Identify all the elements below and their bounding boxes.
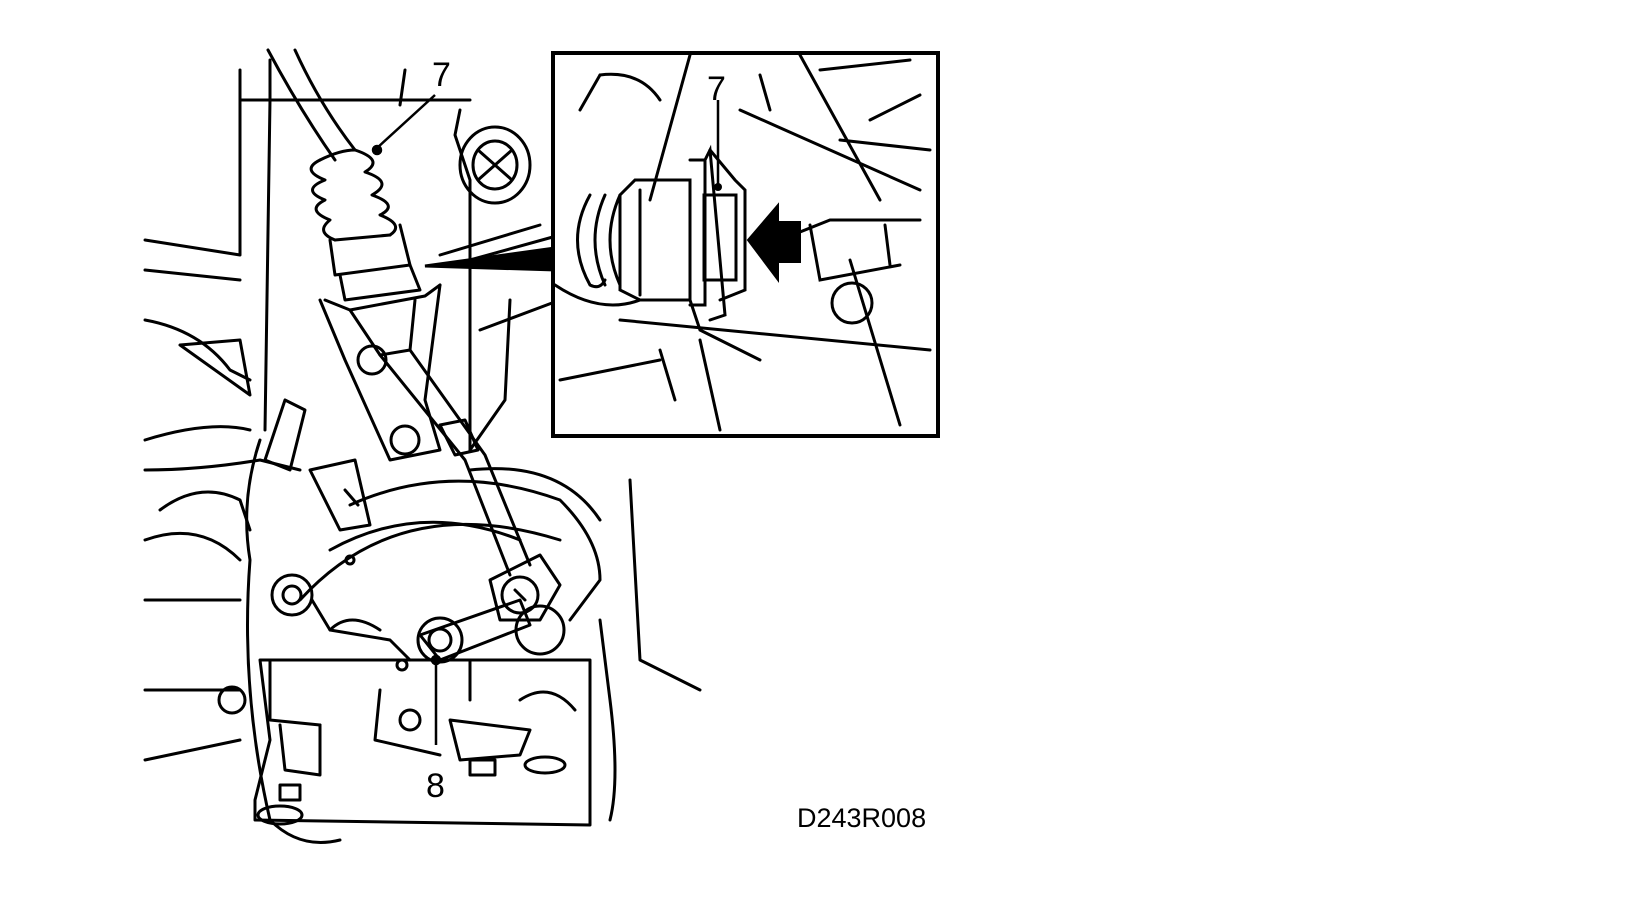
callout-main-8: 8 [426,767,445,805]
inset-pointer [424,246,557,272]
direction-arrow [746,202,801,283]
figure-id: D243R008 [797,803,926,833]
callout-inset-7: 7 [707,70,726,108]
main-assembly-drawing [143,48,702,844]
inset-detail [551,51,940,438]
callout-leaders [371,94,442,745]
callout-main-7: 7 [432,56,451,94]
